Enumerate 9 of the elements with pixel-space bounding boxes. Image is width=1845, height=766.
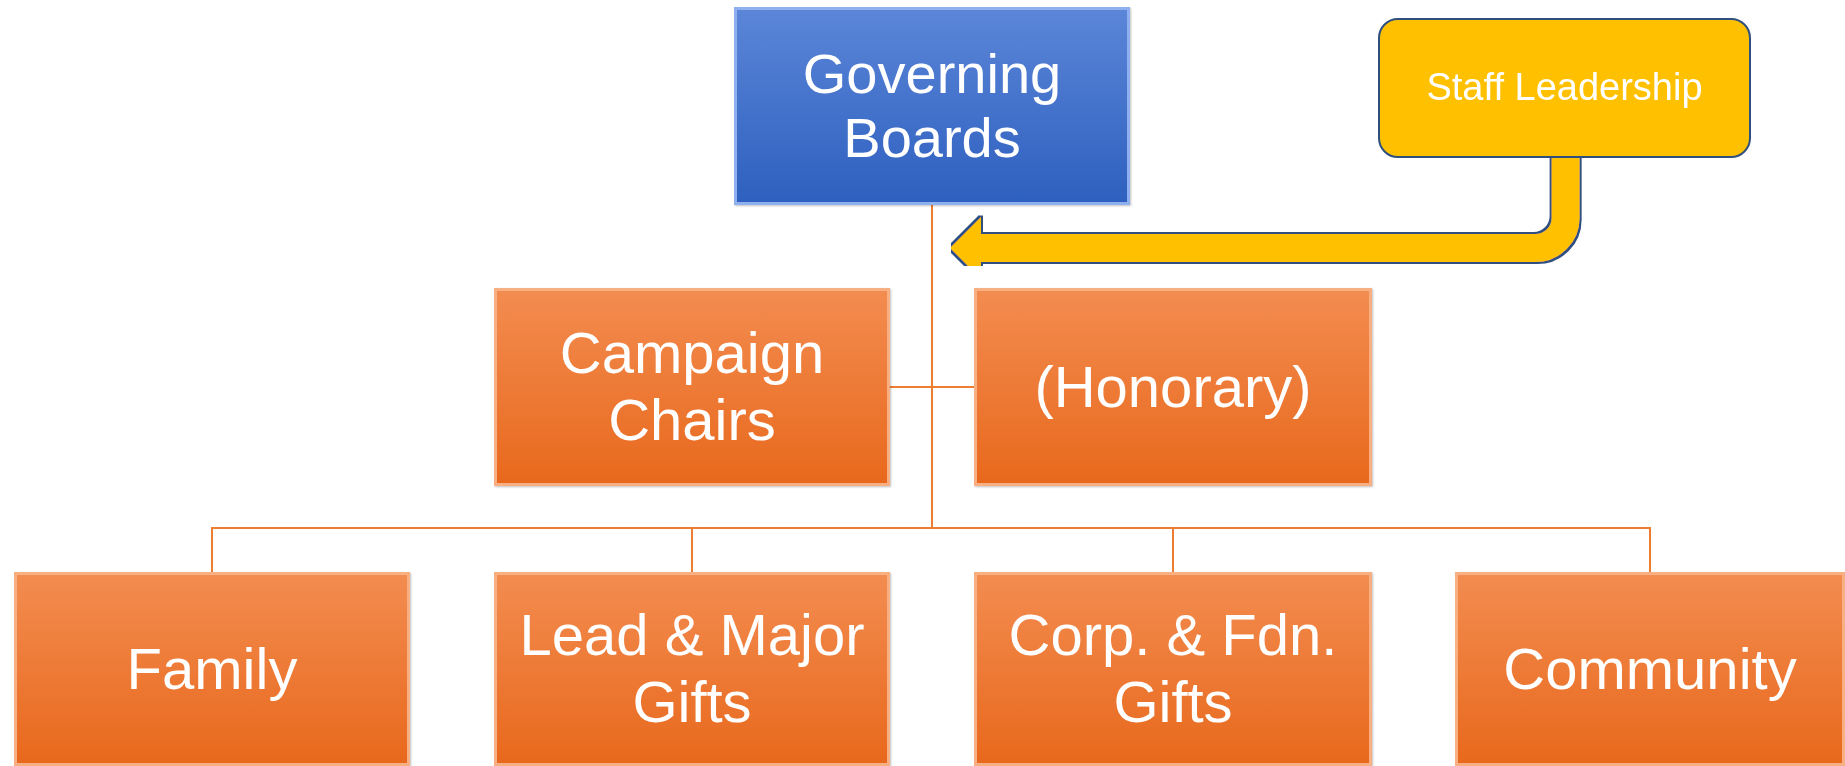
role-box: (Honorary) (974, 288, 1372, 486)
role-box: Corp. & Fdn. Gifts (974, 572, 1372, 766)
board-box: Governing Boards (734, 7, 1130, 205)
staff-box: Staff Leadership (1378, 18, 1751, 158)
role-box: Campaign Chairs (494, 288, 890, 486)
block-arrow (950, 158, 1580, 279)
role-box: Lead & Major Gifts (494, 572, 890, 766)
role-box: Family (14, 572, 410, 766)
role-box: Community (1455, 572, 1845, 766)
